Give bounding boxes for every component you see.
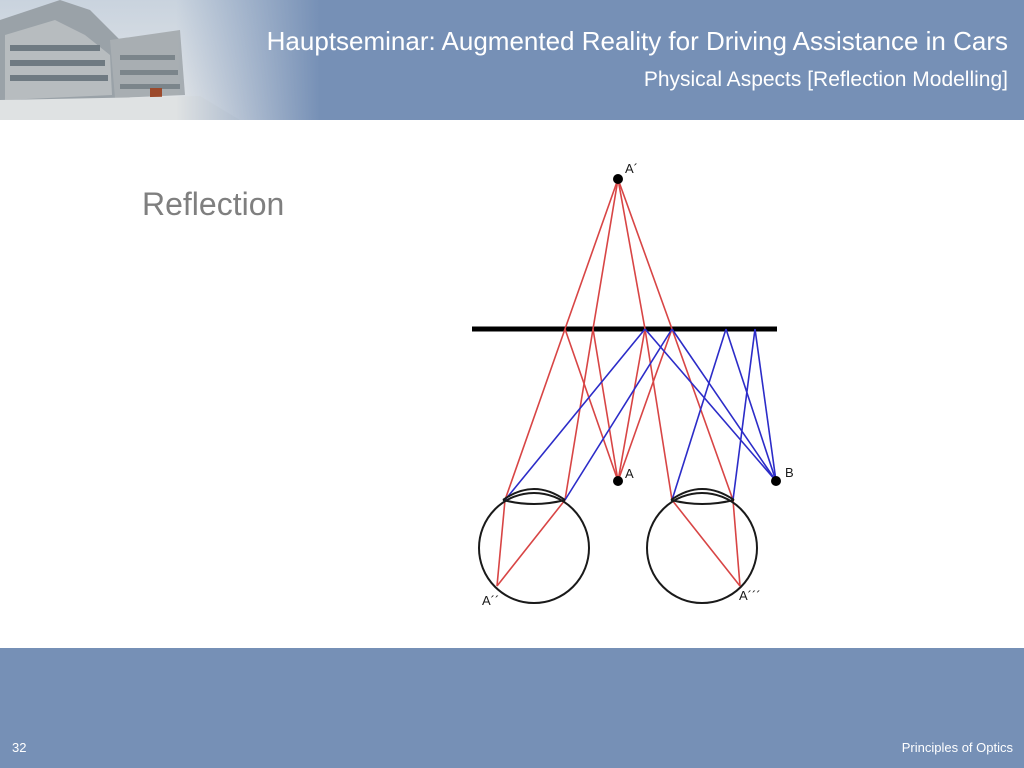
slide-heading: Reflection — [142, 186, 285, 222]
point-a — [613, 476, 623, 486]
rays-from-a — [564, 328, 673, 482]
label-a: A — [625, 466, 634, 481]
point-a-prime — [613, 174, 623, 184]
left-eye — [478, 488, 590, 604]
slide-number: 32 — [12, 740, 27, 755]
label-a-prime: A´ — [625, 161, 638, 176]
reflection-diagram: A´ A B A´´ A´´´ — [472, 161, 794, 608]
footer-topic: Principles of Optics — [901, 740, 1013, 755]
label-b: B — [785, 465, 794, 480]
slide-header: Hauptseminar: Augmented Reality for Driv… — [0, 0, 1024, 120]
rays-from-b — [504, 328, 777, 501]
label-a-triple-prime: A´´´ — [739, 588, 761, 603]
presentation-title: Hauptseminar: Augmented Reality for Driv… — [266, 26, 1008, 56]
section-subtitle: Physical Aspects [Reflection Modelling] — [643, 68, 1008, 91]
building-photo — [0, 0, 320, 120]
reflected-rays-a — [496, 328, 741, 587]
right-eye — [646, 488, 758, 604]
slide-footer: 32 Principles of Optics — [0, 648, 1024, 768]
virtual-rays-a-prime — [564, 178, 673, 330]
label-a-double-prime: A´´ — [482, 593, 499, 608]
point-b — [771, 476, 781, 486]
